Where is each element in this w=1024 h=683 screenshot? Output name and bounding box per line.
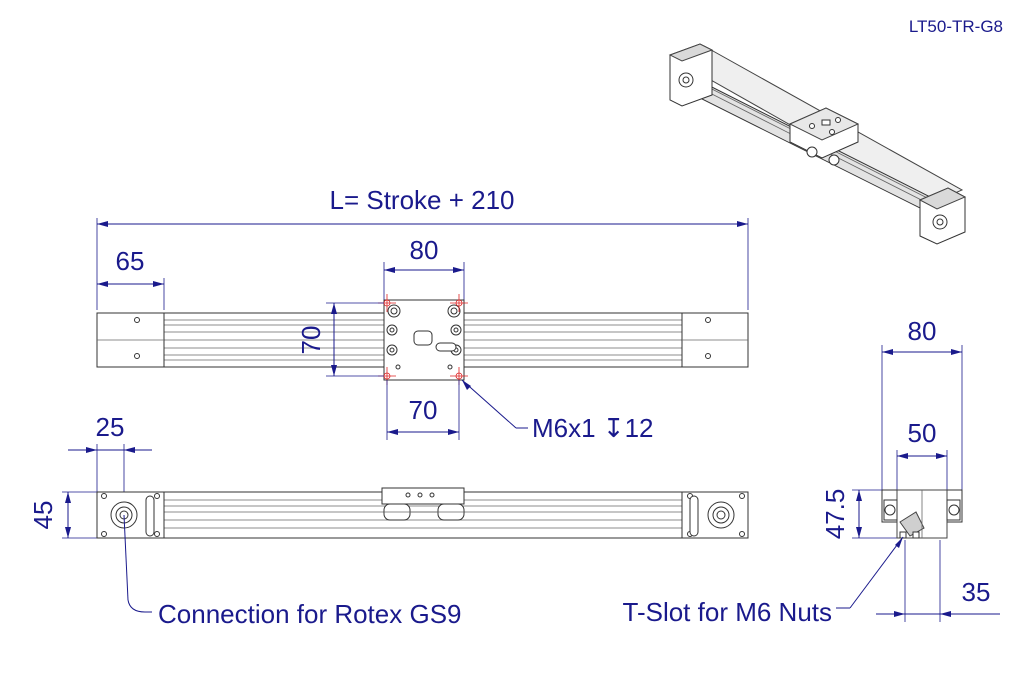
end-width-dimension: 80 [908, 316, 937, 346]
isometric-view [668, 43, 967, 245]
side-height-dimension: 45 [28, 501, 58, 530]
thread-callout: M6x1 ↧12 [532, 413, 654, 443]
carriage-height-dimension: 70 [296, 326, 326, 355]
hole-spacing-dimension: 70 [409, 395, 438, 425]
end-view: 80 50 47.5 35 [623, 316, 1000, 627]
end-height-dimension: 47.5 [820, 489, 850, 540]
side-view: 25 45 [28, 412, 749, 629]
length-dimension: L= Stroke + 210 [329, 185, 514, 215]
side-offset-dimension: 25 [96, 412, 125, 442]
product-code: LT50-TR-G8 [909, 17, 1003, 36]
coupling-callout: Connection for Rotex GS9 [158, 599, 462, 629]
tslot-callout: T-Slot for M6 Nuts [623, 597, 833, 627]
carriage-width-dimension: 80 [410, 235, 439, 265]
end-block-dimension: 65 [116, 246, 145, 276]
top-view: L= Stroke + 210 65 80 [96, 185, 749, 443]
rail-width-dimension: 50 [908, 418, 937, 448]
slot-offset-dimension: 35 [962, 577, 991, 607]
